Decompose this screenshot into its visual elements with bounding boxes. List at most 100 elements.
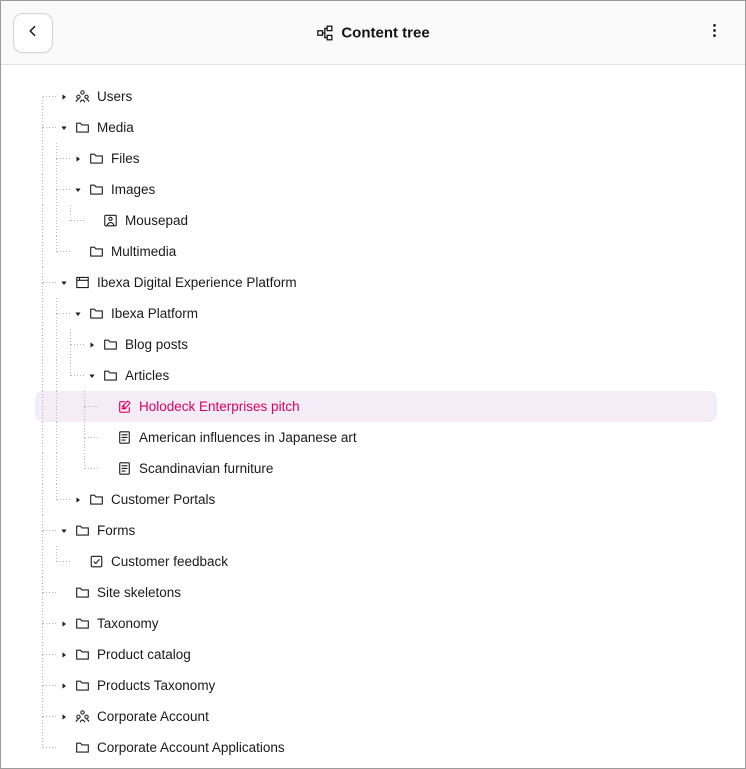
tree-item-multimedia[interactable]: Multimedia [35, 236, 717, 267]
tree-item-american-influences-in-japanese-art[interactable]: American influences in Japanese art [35, 422, 717, 453]
folder-icon [75, 647, 90, 662]
tree-item-product-catalog[interactable]: Product catalog [35, 639, 717, 670]
tree-guide-connector [35, 81, 56, 112]
caret-collapsed-icon[interactable] [55, 608, 73, 639]
tree-item-forms[interactable]: Forms [35, 515, 717, 546]
caret-expanded-icon[interactable] [55, 112, 73, 143]
tree-item-label: Holodeck Enterprises pitch [139, 399, 300, 414]
tree-item-corporate-account-applications[interactable]: Corporate Account Applications [35, 732, 717, 763]
caret-expanded-icon[interactable] [55, 515, 73, 546]
folder-icon [103, 337, 118, 352]
image-icon [103, 213, 118, 228]
caret-expanded-icon[interactable] [69, 174, 87, 205]
content-tree-icon [316, 24, 333, 41]
users-icon [75, 89, 90, 104]
tree-item-users[interactable]: Users [35, 81, 717, 112]
tree-guide [35, 546, 49, 577]
tree-guide-connector [35, 515, 56, 546]
tree-item-label: Corporate Account [97, 709, 209, 724]
article-icon [117, 430, 132, 445]
tree-item-label: Site skeletons [97, 585, 182, 600]
tree-item-scandinavian-furniture[interactable]: Scandinavian furniture [35, 453, 717, 484]
form-icon [89, 554, 104, 569]
tree-item-customer-portals[interactable]: Customer Portals [35, 484, 717, 515]
caret-expanded-icon[interactable] [83, 360, 101, 391]
tree-guide [35, 236, 49, 267]
tree-guide [49, 205, 63, 236]
back-button[interactable] [13, 12, 53, 53]
caret-collapsed-icon[interactable] [55, 81, 73, 112]
tree-item-label: Multimedia [111, 244, 177, 259]
tree-item-customer-feedback[interactable]: Customer feedback [35, 546, 717, 577]
caret-collapsed-icon[interactable] [69, 143, 87, 174]
tree-guide-connector [35, 112, 56, 143]
tree-guide [49, 360, 63, 391]
article-icon [117, 461, 132, 476]
tree-guide-connector [35, 701, 56, 732]
tree-guide-connector [49, 298, 70, 329]
tree-guide [49, 453, 63, 484]
tree-item-label: Customer Portals [111, 492, 216, 507]
tree-guide-connector [35, 608, 56, 639]
tree-item-corporate-account[interactable]: Corporate Account [35, 701, 717, 732]
tree-guide [35, 174, 49, 205]
tree-item-taxonomy[interactable]: Taxonomy [35, 608, 717, 639]
tree-item-label: Blog posts [125, 337, 189, 352]
caret-spacer [97, 391, 115, 422]
caret-collapsed-icon[interactable] [83, 329, 101, 360]
tree-guide-connector [77, 422, 98, 453]
tree-item-products-taxonomy[interactable]: Products Taxonomy [35, 670, 717, 701]
tree-guide [63, 391, 77, 422]
tree-guide [35, 143, 49, 174]
tree-item-ibexa-platform[interactable]: Ibexa Platform [35, 298, 717, 329]
users-icon [75, 709, 90, 724]
tree-guide [35, 484, 49, 515]
tree-item-blog-posts[interactable]: Blog posts [35, 329, 717, 360]
caret-collapsed-icon[interactable] [55, 701, 73, 732]
tree-guide-connector [35, 670, 56, 701]
tree-item-label: Corporate Account Applications [97, 740, 285, 755]
tree-guide [63, 453, 77, 484]
tree-guide-connector [35, 267, 56, 298]
caret-collapsed-icon[interactable] [55, 639, 73, 670]
tree-item-media[interactable]: Media [35, 112, 717, 143]
tree-item-holodeck-enterprises-pitch[interactable]: Holodeck Enterprises pitch [35, 391, 717, 422]
tree-guide-connector [49, 484, 70, 515]
tree-item-ibexa-digital-experience-platform[interactable]: Ibexa Digital Experience Platform [35, 267, 717, 298]
tree-guide [35, 205, 49, 236]
tree-item-label: Product catalog [97, 647, 191, 662]
tree-guide-connector [63, 205, 84, 236]
kebab-menu-icon[interactable] [701, 20, 727, 46]
tree-guide-connector [49, 143, 70, 174]
tree-item-label: Users [97, 89, 133, 104]
folder-icon [75, 616, 90, 631]
tree-item-label: Customer feedback [111, 554, 229, 569]
tree-guide [49, 329, 63, 360]
tree-item-label: Articles [125, 368, 170, 383]
tree-item-images[interactable]: Images [35, 174, 717, 205]
site-icon [75, 275, 90, 290]
tree-guide [35, 329, 49, 360]
folder-icon [75, 523, 90, 538]
tree-item-label: Ibexa Digital Experience Platform [97, 275, 297, 290]
tree-item-label: Mousepad [125, 213, 189, 228]
tree-item-articles[interactable]: Articles [35, 360, 717, 391]
caret-spacer [69, 546, 87, 577]
caret-spacer [97, 453, 115, 484]
folder-icon [89, 244, 104, 259]
tree-item-mousepad[interactable]: Mousepad [35, 205, 717, 236]
tree-item-files[interactable]: Files [35, 143, 717, 174]
tree-guide [49, 391, 63, 422]
tree-item-label: Taxonomy [97, 616, 159, 631]
tree-guide-connector [35, 577, 56, 608]
tree-item-site-skeletons[interactable]: Site skeletons [35, 577, 717, 608]
caret-spacer [55, 732, 73, 763]
folder-icon [75, 585, 90, 600]
caret-expanded-icon[interactable] [55, 267, 73, 298]
tree-item-label: Forms [97, 523, 136, 538]
caret-expanded-icon[interactable] [69, 298, 87, 329]
tree-item-label: American influences in Japanese art [139, 430, 357, 445]
caret-collapsed-icon[interactable] [69, 484, 87, 515]
caret-collapsed-icon[interactable] [55, 670, 73, 701]
